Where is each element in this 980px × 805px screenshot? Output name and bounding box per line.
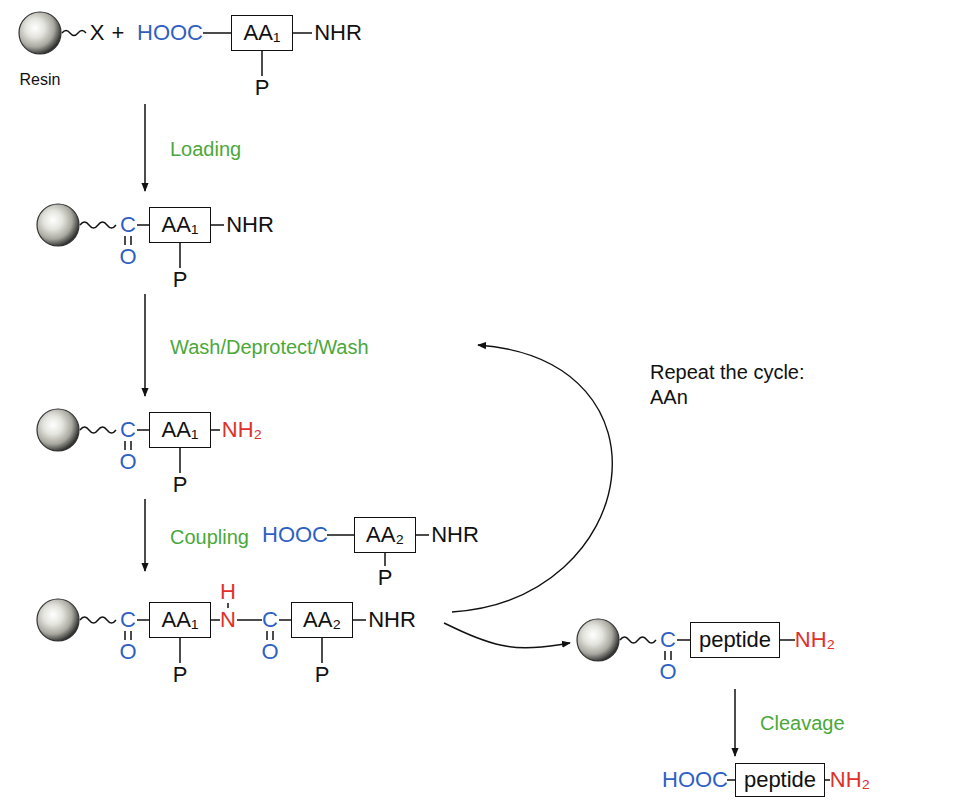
residue-box: AA₁ (149, 412, 211, 448)
residue-box: AA₁ (149, 207, 211, 243)
atom-label: P (173, 474, 188, 496)
atom-label: P (255, 77, 270, 99)
structure-group: Resin X + HOOC NHR P AA₁ (0, 0, 380, 100)
atom-label: O (119, 641, 136, 663)
atom-label: NHR (314, 22, 362, 44)
atom-label: H (220, 581, 236, 603)
resin-bead (37, 599, 79, 641)
resin-bead (577, 619, 619, 661)
residue-box: AA₁ (149, 602, 211, 638)
atom-label: C (120, 419, 136, 441)
residue-label: peptide (744, 769, 816, 791)
atom-label: N (220, 609, 236, 631)
residue-box: AA₂ (354, 517, 416, 553)
atom-label: O (659, 661, 676, 683)
reaction-arrow (144, 294, 146, 396)
residue-label: peptide (699, 629, 771, 651)
atom-label: P (173, 269, 188, 291)
structure-group: HOOC NHR P AA₂ (250, 512, 490, 592)
structure-group: HOOC NH₂ peptide (655, 760, 885, 800)
atom-label: C (262, 609, 278, 631)
residue-label: AA₂ (303, 609, 341, 631)
atom-label: P (378, 567, 393, 589)
atom-label: NHR (431, 524, 479, 546)
reaction-arrow (734, 689, 736, 756)
residue-label: AA₁ (244, 22, 281, 44)
reaction-arrow (144, 104, 146, 191)
residue-label: AA₁ (162, 419, 199, 441)
residue-box: peptide (690, 622, 780, 658)
atom-label: C (120, 609, 136, 631)
residue-box: AA₁ (231, 15, 293, 51)
atom-label: HOOC (137, 22, 203, 44)
repeat-cycle-arrow (452, 345, 612, 612)
step-label: Wash/Deprotect/Wash (168, 336, 371, 358)
atom-label: NHR (368, 609, 416, 631)
atom-label: O (261, 641, 278, 663)
residue-label: AA₁ (162, 214, 199, 236)
structure-group: CO NHR P AA₁ (0, 195, 300, 290)
atom-label: C (660, 629, 676, 651)
resin-bead (37, 409, 79, 451)
atom-label: P (173, 664, 188, 686)
chemical-bonds (125, 33, 830, 780)
step-label: Coupling (168, 526, 251, 548)
structure-group: CO NH₂ P AA₁ (0, 400, 300, 495)
reaction-arrow (444, 623, 570, 648)
atom-label: HOOC (262, 524, 328, 546)
cycle-note: Repeat the cycle: AAn (650, 360, 825, 410)
atom-label: P (315, 664, 330, 686)
resin-bead (19, 12, 61, 54)
atom-label: NH₂ (795, 629, 835, 651)
atom-label: NHR (226, 214, 274, 236)
atom-label: X (90, 22, 105, 44)
atom-label: HOOC (662, 769, 728, 791)
atom-label: O (119, 246, 136, 268)
atom-label: + (112, 22, 125, 44)
atom-label: O (119, 451, 136, 473)
resin-bead (37, 204, 79, 246)
resin-linker (62, 31, 656, 644)
step-label: Loading (168, 138, 243, 160)
residue-label: AA₁ (162, 609, 199, 631)
residue-box: peptide (735, 763, 825, 797)
structure-group: CO NH₂ peptide (575, 605, 845, 685)
reaction-arrow (144, 499, 146, 571)
atom-label: C (120, 214, 136, 236)
residue-box: AA₂ (291, 602, 353, 638)
step-label: Cleavage (758, 712, 847, 734)
atom-label: NH₂ (830, 769, 870, 791)
residue-label: AA₂ (366, 524, 404, 546)
atom-label: NH₂ (222, 419, 262, 441)
structure-group: COHNCONHRPPAA₁AA₂ (0, 575, 440, 687)
atom-label: Resin (20, 72, 61, 88)
